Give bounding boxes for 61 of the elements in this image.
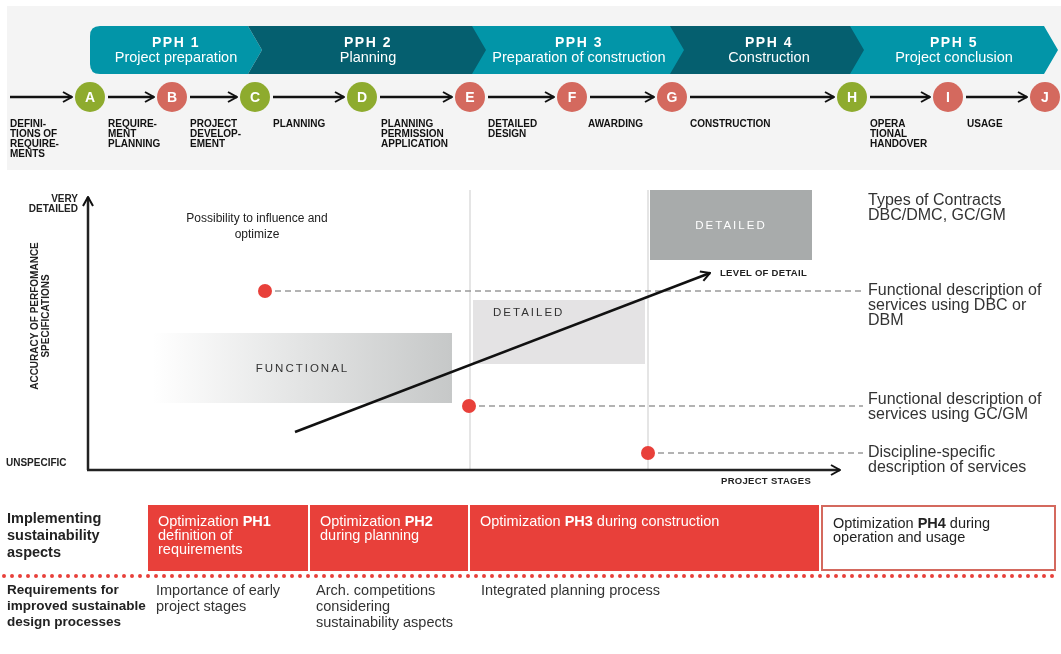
detail-level-box: DETAILED	[650, 190, 812, 260]
arrow	[590, 91, 655, 103]
cell-text: Integrated planning process	[481, 582, 661, 598]
phase-title: Preparation of construction	[491, 50, 667, 65]
arrow	[690, 91, 835, 103]
edge-label: PROJECT DEVELOP- EMENT	[190, 119, 243, 149]
arrow	[108, 91, 155, 103]
axis-label: UNSPECIFIC	[6, 458, 68, 468]
edge-label: USAGE	[967, 119, 1004, 129]
arrow	[488, 91, 555, 103]
phase-banner	[472, 26, 686, 74]
edge-label: AWARDING	[588, 119, 644, 129]
phase-title: Construction	[727, 50, 811, 65]
phase-title: Project preparation	[113, 50, 239, 65]
arrow	[273, 91, 345, 103]
description-text: Discipline-specific description of services	[866, 444, 1056, 478]
heading-text: Types of Contracts DBC/DMC, GC/GM	[868, 192, 1007, 222]
phase-number: PPH 2	[343, 35, 393, 50]
edge-label: DEFINI- TIONS OF REQUIRE- MENTS	[10, 119, 60, 159]
phase-banner	[850, 26, 1058, 74]
edge-label: PLANNING	[273, 119, 327, 129]
phase-box: Optimization PH2 during planning	[310, 505, 468, 571]
row-header: Requirements for improved sustainable design processes	[7, 582, 147, 630]
dashed-line	[274, 290, 864, 292]
marker-dot	[258, 284, 272, 298]
description-text: Functional description of services using GC/GM	[866, 391, 1056, 441]
edge-label: PLANNING PERMISSION APPLICATION	[381, 119, 450, 149]
edge-label: CONSTRUCTION	[690, 119, 772, 129]
arrow	[10, 91, 73, 103]
phase-box: Optimization PH4 during operation and usage	[821, 505, 1056, 571]
phase-number: PPH 1	[151, 35, 201, 50]
edge-label: REQUIRE- MENT PLANNING	[108, 119, 162, 149]
detail-level-box: DETAILED	[473, 300, 645, 364]
axis-title: ACCURACY OF PERFOMANCE SPECIFICATIONS	[29, 241, 51, 392]
cell-text: Arch. competitions considering sustainability aspects	[316, 582, 454, 630]
arrow-label: LEVEL OF DETAIL	[720, 268, 808, 278]
edge-label: DETAILED DESIGN	[488, 119, 539, 139]
phase-box: Optimization PH1 definition of requirements	[148, 505, 308, 571]
axis-title: PROJECT STAGES	[721, 476, 813, 486]
dashed-line	[478, 405, 864, 407]
arrow	[190, 91, 238, 103]
marker-dot	[462, 399, 476, 413]
row-header: Implementing sustainability aspects	[7, 510, 103, 561]
description-text: Functional description of services using DBC or DBM	[866, 282, 1056, 332]
phase-banner	[90, 26, 262, 74]
axis-label: VERY DETAILED	[27, 194, 78, 214]
phase-box: Optimization PH3 during construction	[470, 505, 819, 571]
edge-label: OPERA TIONAL HANDOVER	[870, 119, 929, 149]
phase-title: Project conclusion	[894, 50, 1014, 65]
cell-text: Importance of early project stages	[156, 582, 282, 614]
phase-number: PPH 5	[929, 35, 979, 50]
annotation-text: Possibility to influence and optimize	[185, 210, 329, 242]
arrow	[380, 91, 453, 103]
marker-dot	[641, 446, 655, 460]
phase-banner	[248, 26, 488, 74]
arrow	[966, 91, 1028, 103]
phase-title: Planning	[338, 50, 398, 65]
dashed-line	[657, 452, 864, 454]
phase-number: PPH 4	[744, 35, 794, 50]
phase-number: PPH 3	[554, 35, 604, 50]
arrow	[870, 91, 931, 103]
